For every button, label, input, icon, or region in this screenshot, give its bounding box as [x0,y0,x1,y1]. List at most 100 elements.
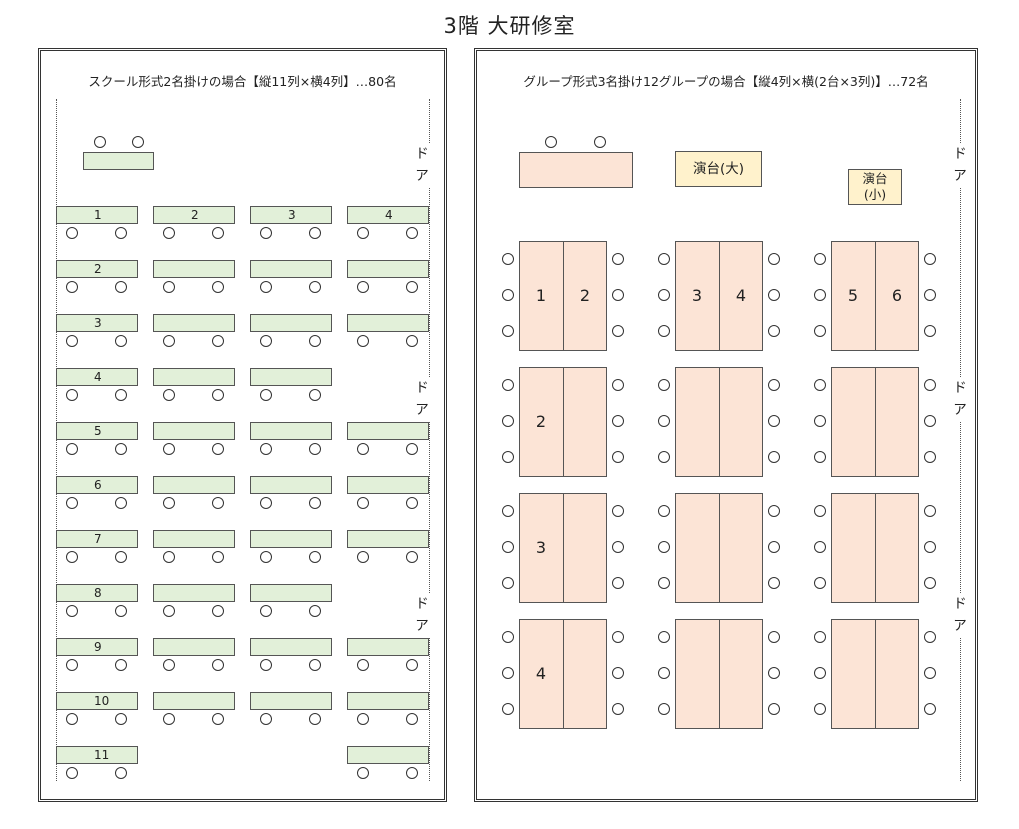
school-desk [347,692,429,710]
desk-chair [212,659,224,671]
desk-chair [309,605,321,617]
school-desk [153,476,235,494]
desk-chair [357,551,369,563]
group-chair [612,703,624,715]
door-label: ドア [414,377,430,421]
group-chair [658,379,670,391]
door-label-char: ア [415,618,429,634]
group-number-label: 3 [691,286,703,305]
group-table-pair [831,367,919,477]
table-divider [719,242,720,350]
school-desk: 6 [56,476,138,494]
school-desk [347,476,429,494]
group-chair [612,577,624,589]
desk-chair [163,497,175,509]
group-chair [768,253,780,265]
door-label-char: ド [415,596,429,612]
door-label-char: ド [953,380,967,396]
group-chair [612,631,624,643]
page-title: 3階 大研修室 [443,14,576,38]
desk-chair [309,281,321,293]
school-desk: 4 [347,206,429,224]
group-number-label: 4 [735,286,747,305]
group-chair [924,667,936,679]
school-desk: 8 [56,584,138,602]
group-layout-panel: グループ形式3名掛け12グループの場合【縦4列×横(2台×3列)】…72名 演台… [476,50,976,800]
group-table-pair [519,241,607,351]
podium-large: 演台(大) [675,151,762,187]
desk-chair [115,497,127,509]
desk-chair [260,443,272,455]
desk-chair [115,659,127,671]
group-chair [814,577,826,589]
school-desk [250,530,332,548]
group-chair [502,253,514,265]
door-label: ドア [414,593,430,637]
desk-chair [163,227,175,239]
desk-chair [66,605,78,617]
group-chair [658,577,670,589]
desk-chair [357,713,369,725]
group-chair [924,415,936,427]
table-divider [875,242,876,350]
group-table-pair [519,493,607,603]
group-chair [924,505,936,517]
desk-chair [163,389,175,401]
instructor-desk [519,152,633,188]
group-chair [612,253,624,265]
door-label-char: ド [953,596,967,612]
table-divider [719,620,720,728]
desk-chair [357,281,369,293]
desk-chair [406,335,418,347]
group-chair [814,451,826,463]
group-chair [768,505,780,517]
school-desk: 1 [56,206,138,224]
desk-chair [115,335,127,347]
door-label-char: ア [953,618,967,634]
desk-chair [309,713,321,725]
group-chair [768,451,780,463]
table-divider [875,494,876,602]
school-desk [153,530,235,548]
group-chair [658,631,670,643]
door-label-char: ド [415,146,429,162]
group-chair [612,289,624,301]
desk-chair [406,443,418,455]
desk-chair [115,605,127,617]
desk-chair [309,389,321,401]
group-table-pair [675,493,763,603]
group-row-label: 4 [535,664,547,683]
group-chair [502,577,514,589]
group-chair [924,577,936,589]
desk-chair [212,551,224,563]
school-desk [250,422,332,440]
desk-chair [212,497,224,509]
desk-chair [212,227,224,239]
school-desk [250,476,332,494]
group-chair [768,325,780,337]
instructor-chair [94,136,106,148]
right-wall-line [960,99,961,781]
group-chair [814,415,826,427]
desk-chair [115,443,127,455]
desk-chair [66,227,78,239]
desk-chair [212,335,224,347]
group-chair [924,289,936,301]
group-chair [814,253,826,265]
desk-chair [115,281,127,293]
group-chair [658,541,670,553]
desk-chair [309,551,321,563]
table-divider [563,242,564,350]
group-chair [658,415,670,427]
desk-chair [260,281,272,293]
desk-chair [212,713,224,725]
group-chair [814,703,826,715]
door-label-char: ア [415,402,429,418]
group-chair [502,505,514,517]
group-table-pair [675,619,763,729]
school-desk [347,530,429,548]
desk-chair [260,497,272,509]
door-label-char: ア [953,168,967,184]
group-number-label: 6 [891,286,903,305]
desk-chair [66,281,78,293]
